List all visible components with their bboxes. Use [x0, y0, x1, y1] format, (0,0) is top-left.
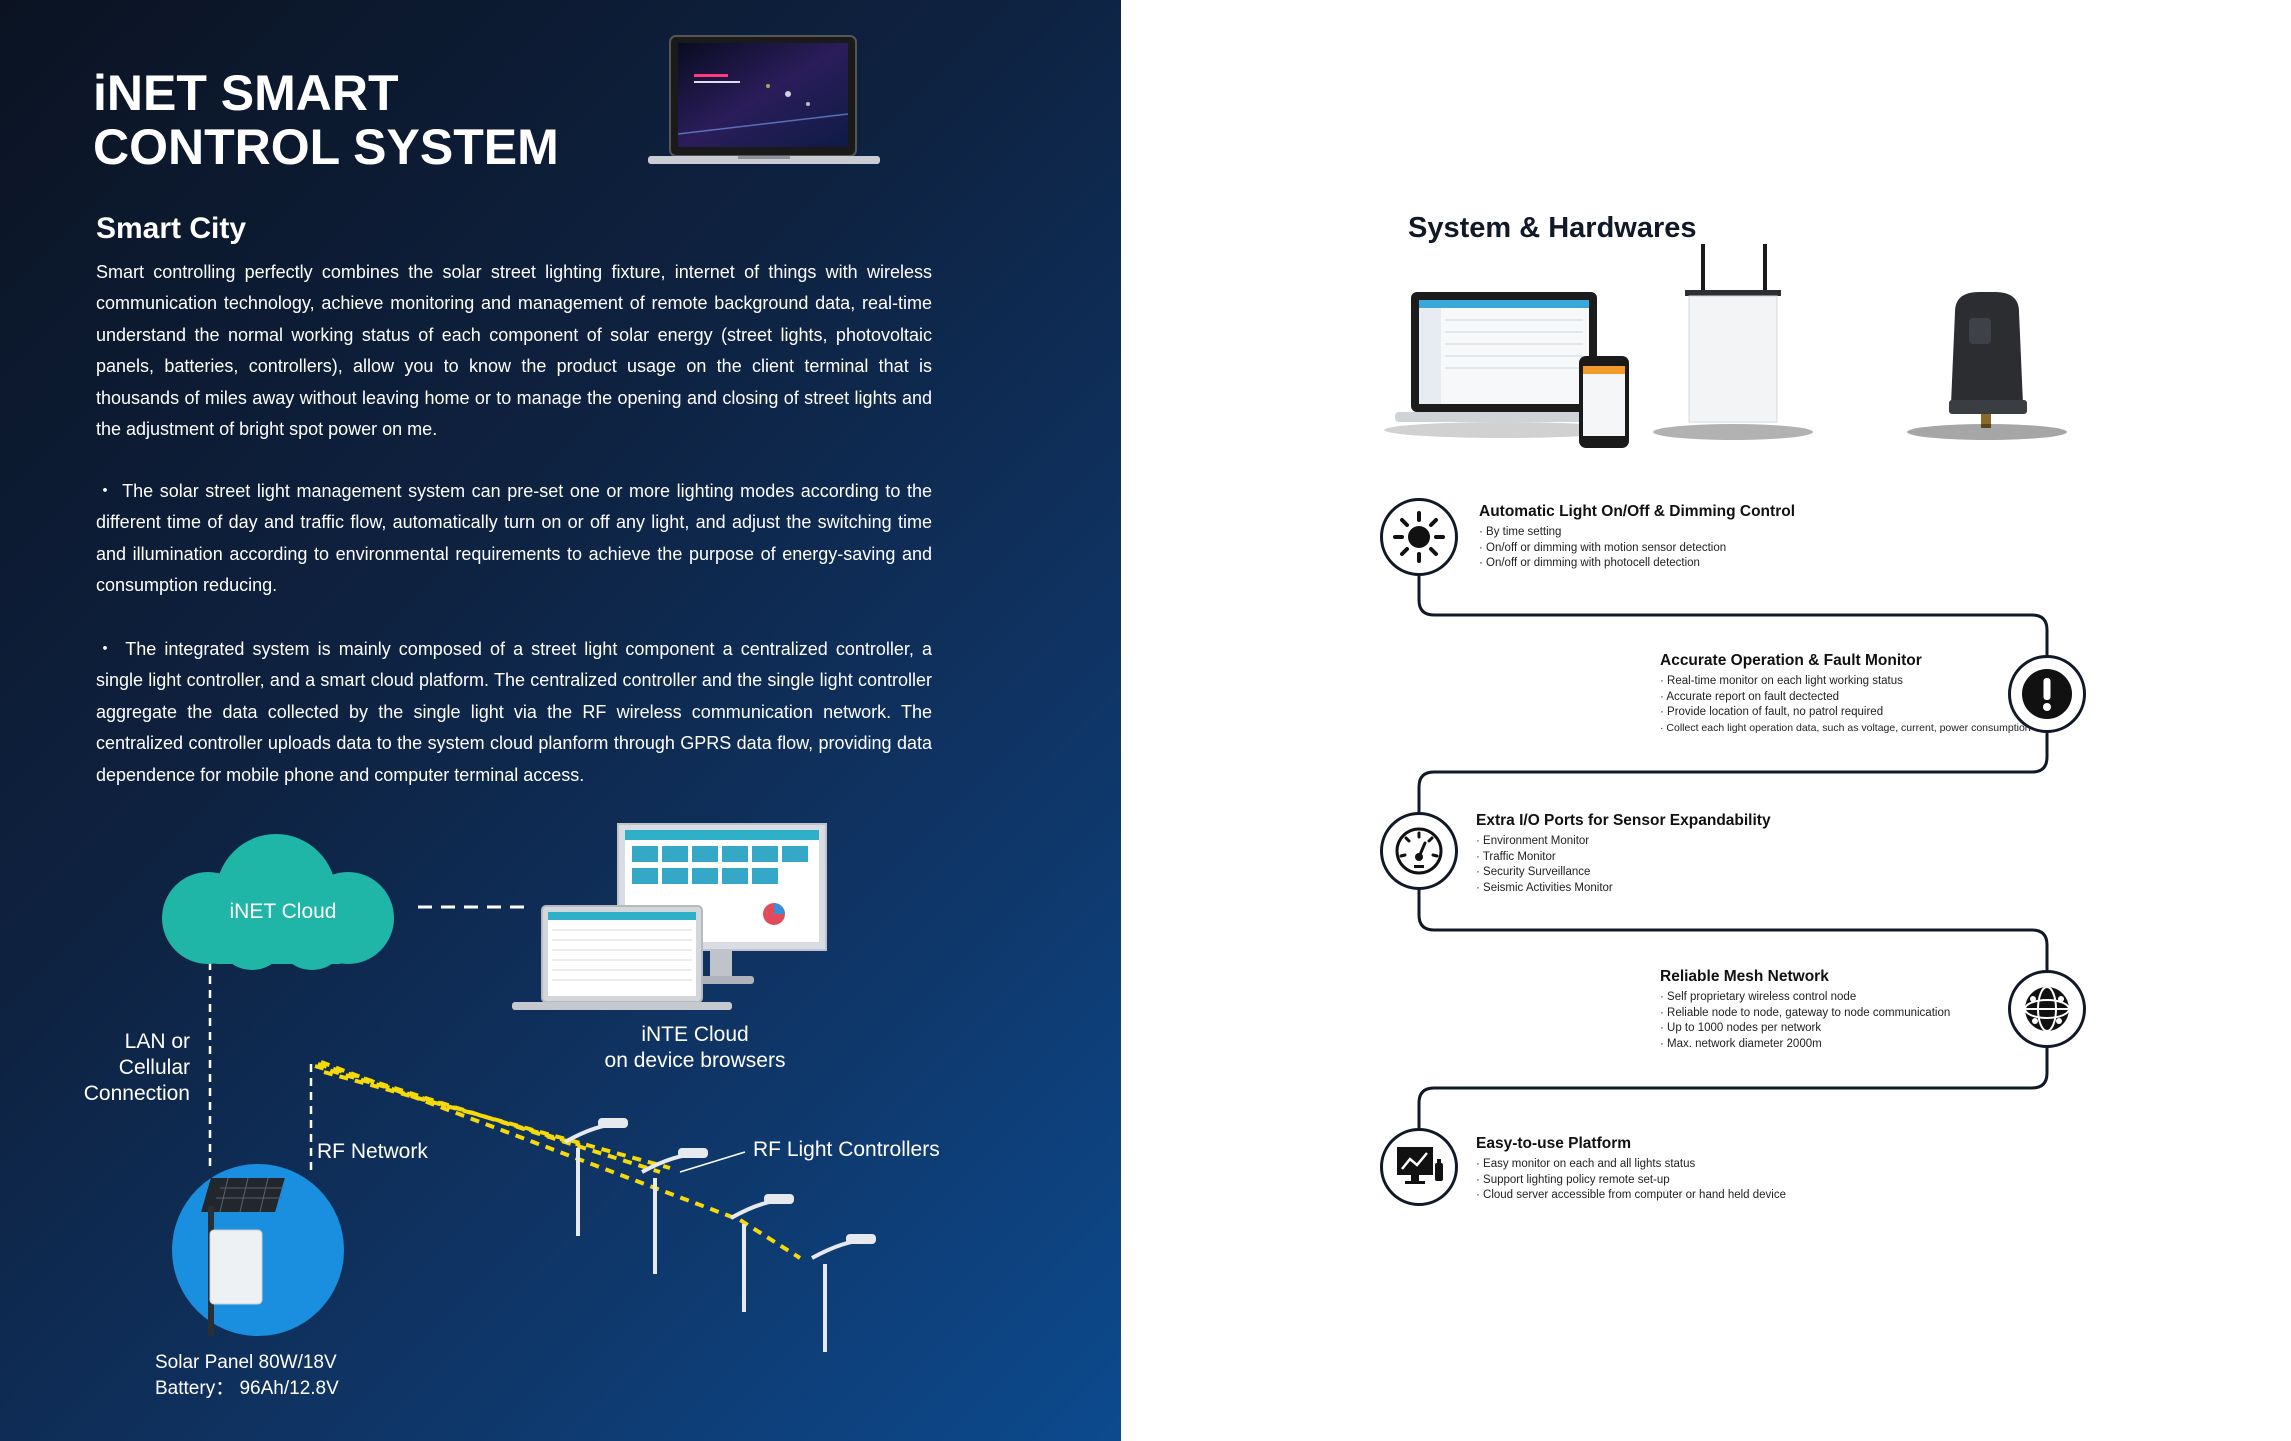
- feature-item: · Provide location of fault, no patrol r…: [1660, 706, 1884, 719]
- feature-title: Reliable Mesh Network: [1660, 968, 1829, 985]
- cloud-label: iNET Cloud: [229, 900, 337, 923]
- feature-item: · On/off or dimming with photocell detec…: [1479, 557, 1700, 570]
- feature-item: · Seismic Activities Monitor: [1476, 881, 1613, 894]
- exclamation-icon: [2008, 655, 2086, 733]
- feature-item: · Max. network diameter 2000m: [1660, 1037, 1822, 1050]
- feature-item: · Security Surveillance: [1476, 866, 1591, 879]
- feature-item: · Cloud server accessible from computer …: [1476, 1189, 1787, 1202]
- management-paragraph: ・ The solar street light management syst…: [96, 481, 932, 596]
- hardware-images: [1384, 244, 2067, 448]
- device-browsers-image: [512, 823, 827, 1010]
- globe-network-icon: [2008, 970, 2086, 1048]
- feature-item: · Easy monitor on each and all lights st…: [1476, 1158, 1696, 1170]
- intro-paragraph: Smart controlling perfectly combines the…: [96, 262, 932, 440]
- rf-network-label: RF Network: [317, 1140, 428, 1163]
- right-panel: System & Hardwares: [1121, 0, 2291, 1441]
- feature-title: Easy-to-use Platform: [1476, 1135, 1632, 1152]
- feature-item: · Up to 1000 nodes per network: [1660, 1022, 1822, 1035]
- feature-mesh-network: Reliable Mesh Network · Self proprietary…: [1660, 968, 2000, 1052]
- section-title-smart-city: Smart City: [96, 212, 247, 245]
- laptop-hero-image: [648, 35, 880, 164]
- gauge-icon: [1380, 812, 1458, 890]
- feature-item: · Reliable node to node, gateway to node…: [1660, 1006, 1951, 1019]
- left-panel: iNET SMART CONTROL SYSTEM Smart City Sma…: [0, 0, 1121, 1441]
- feature-item: · On/off or dimming with motion sensor d…: [1479, 541, 1727, 554]
- rf-controllers-label: RF Light Controllers: [753, 1138, 940, 1161]
- feature-item: · Environment Monitor: [1476, 835, 1590, 847]
- sun-icon: [1380, 498, 1458, 576]
- feature-item: · Collect each light operation data, suc…: [1660, 721, 2031, 734]
- section-title-system-hardwares: System & Hardwares: [1408, 212, 1697, 244]
- feature-platform: Easy-to-use Platform · Easy monitor on e…: [1476, 1135, 2036, 1204]
- feature-io-ports: Extra I/O Ports for Sensor Expandability…: [1476, 812, 2036, 896]
- solar-gateway-image: [172, 1164, 344, 1336]
- integration-paragraph: ・ The integrated system is mainly compos…: [96, 639, 932, 785]
- feature-item: · Traffic Monitor: [1476, 850, 1556, 863]
- browser-label: iNTE Cloud on device browsers: [604, 1023, 786, 1072]
- feature-item: · Support lighting policy remote set-up: [1476, 1173, 1670, 1186]
- feature-title: Automatic Light On/Off & Dimming Control: [1479, 503, 1795, 520]
- cloud-icon: [162, 834, 394, 970]
- dashboard-chart-icon: [1380, 1128, 1458, 1206]
- feature-item: · Real-time monitor on each light workin…: [1660, 675, 1903, 687]
- solar-spec-label: Solar Panel 80W/18V Battery： 96Ah/12.8V: [155, 1352, 339, 1399]
- feature-title: Accurate Operation & Fault Monitor: [1660, 652, 1922, 669]
- feature-item: · Self proprietary wireless control node: [1660, 991, 1857, 1003]
- lan-connection-label: LAN or Cellular Connection: [83, 1030, 190, 1105]
- feature-item: · By time setting: [1479, 526, 1562, 538]
- network-diagram: [208, 905, 876, 1352]
- feature-fault-monitor: Accurate Operation & Fault Monitor · Rea…: [1660, 652, 2031, 736]
- feature-dimming-control: Automatic Light On/Off & Dimming Control…: [1479, 503, 2039, 572]
- feature-item: · Accurate report on fault dectected: [1660, 690, 1839, 703]
- feature-title: Extra I/O Ports for Sensor Expandability: [1476, 812, 1771, 829]
- page-title: iNET SMART CONTROL SYSTEM: [93, 65, 559, 175]
